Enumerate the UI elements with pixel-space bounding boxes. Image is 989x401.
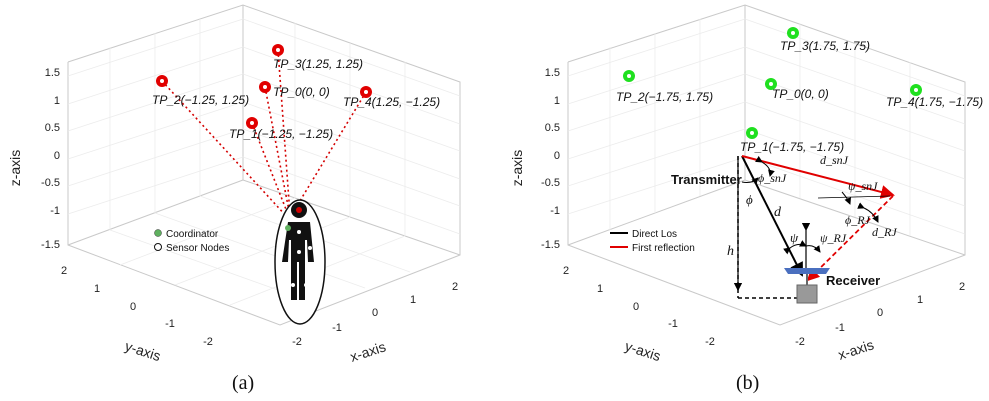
panel-a-tps bbox=[156, 44, 372, 129]
tp-label: TP_4(1.25, −1.25) bbox=[343, 95, 440, 109]
tp-label: TP_1(−1.25, −1.25) bbox=[229, 127, 333, 141]
x-tick: -1 bbox=[332, 322, 342, 334]
phi-snj-label: ϕ_snJ bbox=[758, 171, 787, 185]
psi-rj-label: ψ_RJ bbox=[820, 231, 847, 245]
z-tick: -1.5 bbox=[41, 239, 60, 251]
panel-b-y-ticks: 2 1 0 -1 -2 bbox=[563, 265, 715, 348]
y-tick: 0 bbox=[633, 301, 639, 313]
direct-los-line bbox=[741, 155, 803, 277]
z-tick: 1.5 bbox=[545, 67, 560, 79]
tp-label: TP_3(1.25, 1.25) bbox=[273, 57, 363, 71]
x-tick: -1 bbox=[835, 322, 845, 334]
panel-a-z-axis-label: z-axis bbox=[7, 150, 23, 187]
tp-label: TP_2(−1.75, 1.75) bbox=[616, 90, 713, 104]
panel-a-caption: (a) bbox=[232, 372, 255, 394]
panel-a-legend: Coordinator Sensor Nodes bbox=[154, 229, 229, 254]
y-tick: -1 bbox=[668, 318, 678, 330]
first-reflection-legend-label: First reflection bbox=[632, 243, 695, 254]
y-tick: 0 bbox=[130, 301, 136, 313]
receiver-lens bbox=[784, 268, 830, 274]
psi-snj-label: ψ_snJ bbox=[848, 179, 878, 193]
panel-b-diagram-labels: Transmitter Receiver d_snJ ϕ_snJ ψ_snJ ϕ… bbox=[671, 153, 897, 288]
z-tick: 0.5 bbox=[545, 122, 560, 134]
z-tick: 1.5 bbox=[45, 67, 60, 79]
human-body-figure bbox=[274, 199, 326, 325]
panel-a-grid bbox=[67, 18, 461, 306]
y-tick: -1 bbox=[165, 318, 175, 330]
receiver-box bbox=[796, 284, 818, 304]
x-tick: 0 bbox=[372, 307, 378, 319]
x-tick: 0 bbox=[877, 307, 883, 319]
panel-b-z-axis-label: z-axis bbox=[509, 150, 525, 187]
panel-b-grid bbox=[567, 18, 966, 236]
panel-b-x-axis-label: x-axis bbox=[836, 336, 876, 363]
z-tick: 0.5 bbox=[45, 122, 60, 134]
z-tick: -0.5 bbox=[41, 177, 60, 189]
coordinator-legend-label: Coordinator bbox=[166, 229, 219, 240]
reflected-path bbox=[806, 195, 894, 282]
panel-a-x-axis-label: x-axis bbox=[348, 338, 388, 365]
panel-a-y-ticks: 2 1 0 -1 -2 bbox=[61, 265, 213, 348]
x-tick: 1 bbox=[410, 294, 416, 306]
panel-a-x-ticks: -2 -1 0 1 2 bbox=[292, 281, 458, 348]
tp-label: TP_0(0, 0) bbox=[772, 87, 829, 101]
h-label: h bbox=[727, 244, 734, 259]
x-tick: 1 bbox=[917, 294, 923, 306]
tp-label: TP_3(1.75, 1.75) bbox=[780, 39, 870, 53]
z-tick: 0 bbox=[54, 150, 60, 162]
panel-a-box bbox=[67, 4, 461, 326]
y-tick: -2 bbox=[705, 336, 715, 348]
panel-a-z-ticks: 1.5 1 0.5 0 -0.5 -1 -1.5 bbox=[41, 67, 60, 251]
phi-label: ϕ bbox=[746, 192, 753, 207]
panel-a: 1.5 1 0.5 0 -0.5 -1 -1.5 z-axis 2 1 0 -1… bbox=[7, 4, 461, 365]
geometry-diagram bbox=[733, 155, 895, 304]
sensor-node-legend-label: Sensor Nodes bbox=[166, 243, 229, 254]
panel-b-tps bbox=[623, 27, 922, 139]
tp-label: TP_2(−1.25, 1.25) bbox=[152, 93, 249, 107]
coordinator-legend-marker bbox=[154, 229, 162, 237]
direct-los-legend-label: Direct Los bbox=[632, 229, 677, 240]
y-tick: -2 bbox=[203, 336, 213, 348]
panel-b-caption: (b) bbox=[736, 372, 760, 394]
x-tick: -2 bbox=[795, 336, 805, 348]
y-tick: 1 bbox=[94, 283, 100, 295]
d-snj-label: d_snJ bbox=[820, 153, 849, 167]
panel-b-z-ticks: 1.5 1 0.5 0 -0.5 -1 -1.5 bbox=[541, 67, 560, 251]
x-tick: 2 bbox=[452, 281, 458, 293]
d-rj-label: d_RJ bbox=[872, 225, 897, 239]
z-tick: -1 bbox=[550, 205, 560, 217]
z-tick: -0.5 bbox=[541, 177, 560, 189]
x-tick: -2 bbox=[292, 336, 302, 348]
z-tick: -1.5 bbox=[541, 239, 560, 251]
z-tick: -1 bbox=[50, 205, 60, 217]
z-tick: 0 bbox=[554, 150, 560, 162]
panel-b-tp-labels: TP_3(1.75, 1.75) TP_2(−1.75, 1.75) TP_0(… bbox=[616, 39, 983, 154]
d-label: d bbox=[774, 205, 782, 220]
panel-b-x-ticks: -2 -1 0 1 2 bbox=[795, 281, 965, 348]
panel-a-tp-labels: TP_3(1.25, 1.25) TP_2(−1.25, 1.25) TP_0(… bbox=[152, 57, 440, 141]
panel-a-y-axis-label: y-axis bbox=[123, 338, 163, 365]
y-tick: 2 bbox=[61, 265, 67, 277]
psi-label: ψ bbox=[790, 230, 799, 245]
panel-a-rays bbox=[161, 49, 367, 219]
z-tick: 1 bbox=[54, 95, 60, 107]
tp-label: TP_0(0, 0) bbox=[273, 85, 330, 99]
x-tick: 2 bbox=[959, 281, 965, 293]
y-tick: 1 bbox=[597, 283, 603, 295]
tp-label: TP_4(1.75, −1.75) bbox=[886, 95, 983, 109]
transmitter-label: Transmitter bbox=[671, 172, 742, 187]
phi-rj-label: ϕ_RJ bbox=[845, 213, 871, 227]
z-tick: 1 bbox=[554, 95, 560, 107]
sensor-node-legend-marker bbox=[154, 243, 162, 251]
panel-b-legend: Direct Los First reflection bbox=[610, 229, 695, 254]
receiver-label: Receiver bbox=[826, 273, 880, 288]
panel-b-y-axis-label: y-axis bbox=[623, 338, 663, 365]
y-tick: 2 bbox=[563, 265, 569, 277]
tp-label: TP_1(−1.75, −1.75) bbox=[740, 140, 844, 154]
panel-b: 1.5 1 0.5 0 -0.5 -1 -1.5 z-axis 2 1 0 -1… bbox=[509, 4, 983, 365]
